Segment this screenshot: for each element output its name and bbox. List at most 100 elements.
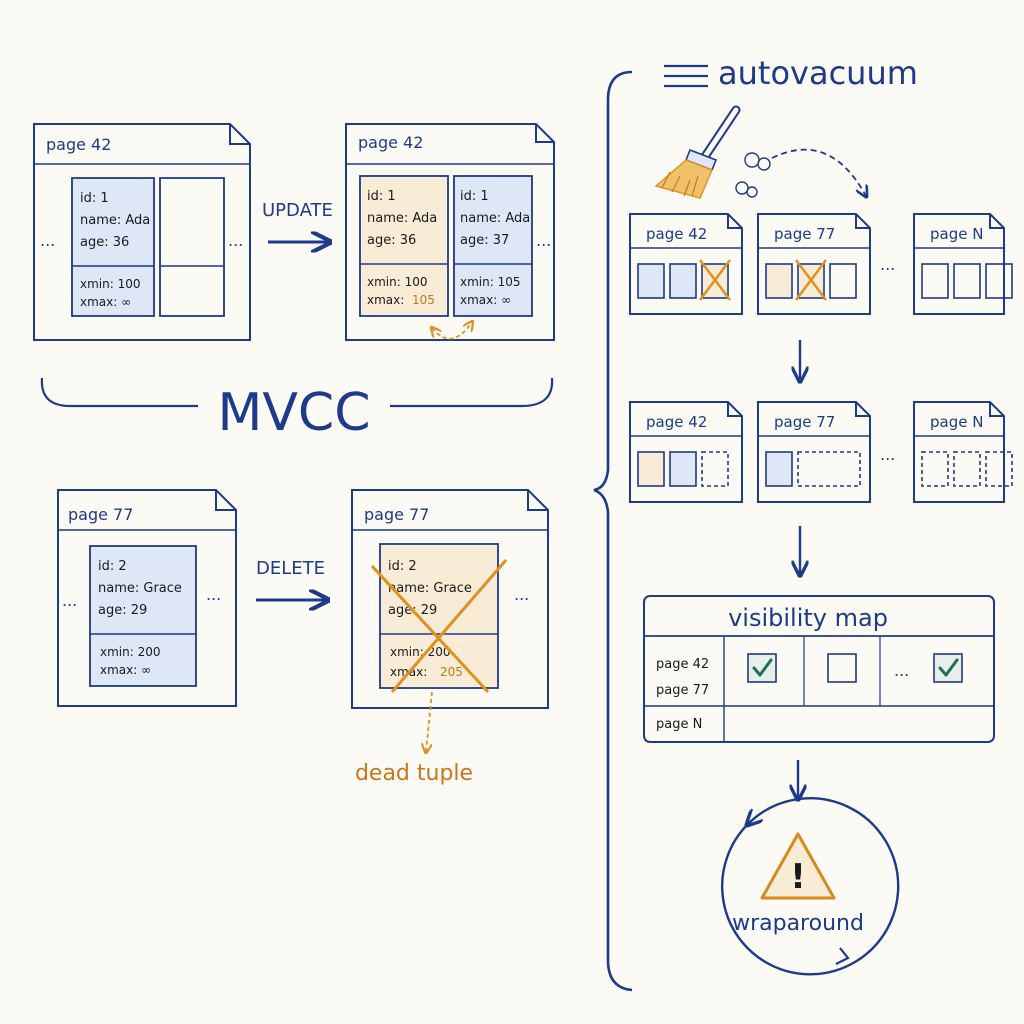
tuple-slot	[953, 263, 981, 299]
vm-row-label: page 42	[656, 657, 709, 672]
wraparound-label: wraparound	[732, 911, 864, 936]
xmax-value: xmax: ∞	[460, 293, 511, 307]
sweep-arrow	[771, 148, 866, 196]
tuple-slot	[985, 451, 1013, 487]
cross-mark-icon	[370, 559, 508, 694]
tuple-slot	[669, 451, 697, 487]
check-mark-icon	[752, 658, 773, 677]
autovacuum-title: autovacuum	[718, 54, 918, 92]
tuple-field: name: Ada	[367, 211, 437, 226]
live-tuple: id: 1 name: Ada age: 36 xmin: 100 xmax: …	[71, 177, 155, 317]
tuple-field: age: 36	[367, 233, 416, 248]
vacuum-page: page 77	[757, 213, 871, 315]
vacuum-page: page 77	[757, 401, 871, 503]
cross-mark-icon	[699, 259, 731, 301]
xmin-value: xmin: 105	[460, 275, 521, 289]
delete-after-page: page 77 ... id: 2 name: Grace age: 29 xm…	[351, 489, 549, 752]
dust-cloud-icon	[735, 152, 771, 198]
tuple-slot	[921, 451, 949, 487]
wraparound-cycle: ! wraparound	[720, 797, 900, 976]
page-label: page 77	[774, 225, 835, 243]
xmax-value: xmax: ∞	[80, 295, 131, 309]
dead-tuple-label: dead tuple	[355, 761, 473, 786]
cross-mark-icon	[795, 259, 827, 301]
title-brace-line	[390, 377, 554, 408]
update-after-page: page 42 ... id: 1 name: Ada age: 36 xmin…	[345, 123, 555, 341]
vm-cell	[747, 653, 777, 683]
vm-cell	[933, 653, 963, 683]
xmin-value: xmin: 200	[100, 645, 161, 659]
tuple-slot	[637, 451, 665, 487]
tuple-field: id: 2	[388, 559, 417, 574]
tuple-slot	[985, 263, 1013, 299]
page-label: page N	[930, 225, 983, 243]
page-label: page 42	[646, 225, 707, 243]
page-label: page N	[930, 413, 983, 431]
vacuum-page: page 42	[629, 213, 743, 315]
xmax-value-deleted: 205	[440, 665, 463, 679]
tuple-slot	[637, 263, 665, 299]
check-mark-icon	[938, 658, 959, 677]
warning-mark: !	[790, 857, 806, 897]
tuple-slot	[701, 451, 729, 487]
xmax-label: xmax:	[367, 293, 404, 307]
xmin-value: xmin: 100	[80, 277, 141, 291]
vacuum-page: page 42	[629, 401, 743, 503]
update-action-label: UPDATE	[262, 200, 333, 221]
tuple-slot	[953, 451, 981, 487]
page-label: page 77	[774, 413, 835, 431]
vm-row-label: page 77	[656, 683, 709, 698]
empty-slot	[159, 177, 225, 317]
tuple-slot	[765, 263, 793, 299]
delete-action-label: DELETE	[256, 558, 325, 579]
tuple-field: age: 37	[460, 233, 509, 248]
ellipsis: ...	[228, 231, 243, 250]
xmax-value: xmax: ∞	[100, 663, 151, 677]
page-label: page 42	[46, 135, 111, 154]
visibility-map-title: visibility map	[728, 604, 888, 632]
dead-tuple-pointer	[426, 691, 433, 752]
live-tuple: id: 2 name: Grace age: 29 xmin: 200 xmax…	[89, 545, 197, 687]
tuple-field: name: Grace	[98, 581, 182, 596]
tuple-field: age: 29	[98, 603, 147, 618]
xmin-value: xmin: 100	[367, 275, 428, 289]
tuple-field: name: Grace	[388, 581, 472, 596]
mvcc-title-group: MVCC	[40, 377, 554, 443]
tuple-slot	[765, 451, 793, 487]
tuple-slot	[669, 263, 697, 299]
menu-lines-icon	[664, 64, 708, 88]
visibility-map: visibility map page 42 page 77 page N ..…	[643, 595, 995, 743]
old-tuple-version: id: 1 name: Ada age: 36 xmin: 100 xmax: …	[359, 175, 449, 317]
ellipsis: ...	[206, 585, 221, 604]
title-brace-line	[40, 377, 198, 408]
vm-cell	[827, 653, 857, 683]
tuple-field: name: Ada	[80, 213, 150, 228]
ellipsis: ...	[880, 255, 895, 274]
tuple-field: name: Ada	[460, 211, 530, 226]
update-before-page: page 42 ... ... id: 1 name: Ada age: 36 …	[33, 123, 251, 341]
vm-row-label: page N	[656, 717, 702, 732]
xmax-value-updated: 105	[412, 293, 435, 307]
tuple-slot	[921, 263, 949, 299]
tuple-field: id: 1	[80, 191, 109, 206]
page-label: page 77	[364, 505, 429, 524]
mvcc-title: MVCC	[217, 383, 370, 443]
ellipsis: ...	[894, 661, 909, 680]
page-label: page 42	[358, 133, 423, 152]
ellipsis: ...	[40, 231, 55, 250]
page-label: page 42	[646, 413, 707, 431]
ellipsis: ...	[62, 591, 77, 610]
ellipsis: ...	[514, 585, 529, 604]
version-link-arrow	[432, 322, 472, 340]
pages-before-vacuum: page 42 page 77 page N	[629, 213, 1013, 315]
pages-after-vacuum: page 42 page 77 page N	[629, 401, 1013, 503]
tuple-slot	[829, 263, 857, 299]
deleted-tuple: id: 2 name: Grace age: 29 xmin: 200 xmax…	[370, 543, 508, 694]
vacuum-page: page N	[913, 401, 1013, 503]
new-tuple-version: id: 1 name: Ada age: 37 xmin: 105 xmax: …	[453, 175, 533, 317]
xmin-value: xmin: 200	[390, 645, 451, 659]
ellipsis: ...	[536, 231, 551, 250]
tuple-field: id: 1	[367, 189, 396, 204]
tuple-field: id: 1	[460, 189, 489, 204]
